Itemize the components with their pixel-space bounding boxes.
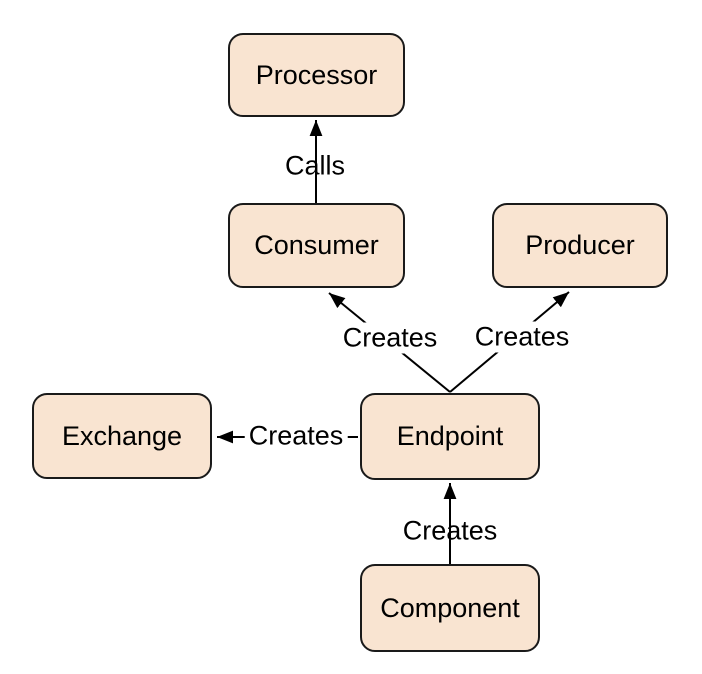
node-consumer: Consumer (228, 203, 405, 288)
node-endpoint: Endpoint (360, 393, 540, 480)
edge-label-creates-endpoint: Creates (402, 515, 498, 546)
node-exchange-label: Exchange (61, 420, 183, 451)
node-processor-label: Processor (255, 59, 378, 90)
edge-label-calls: Calls (284, 150, 346, 181)
node-processor: Processor (228, 33, 405, 117)
node-producer-label: Producer (525, 230, 635, 260)
node-consumer-label: Consumer (254, 230, 379, 260)
node-exchange: Exchange (32, 393, 212, 479)
edge-label-creates-exchange: Creates (244, 420, 348, 452)
edge-label-creates-consumer: Creates (338, 322, 442, 354)
node-producer: Producer (492, 203, 668, 288)
edge-label-creates-producer: Creates (470, 321, 574, 353)
node-component: Component (360, 564, 540, 652)
node-endpoint-label: Endpoint (396, 421, 504, 451)
node-component-label: Component (380, 592, 520, 623)
